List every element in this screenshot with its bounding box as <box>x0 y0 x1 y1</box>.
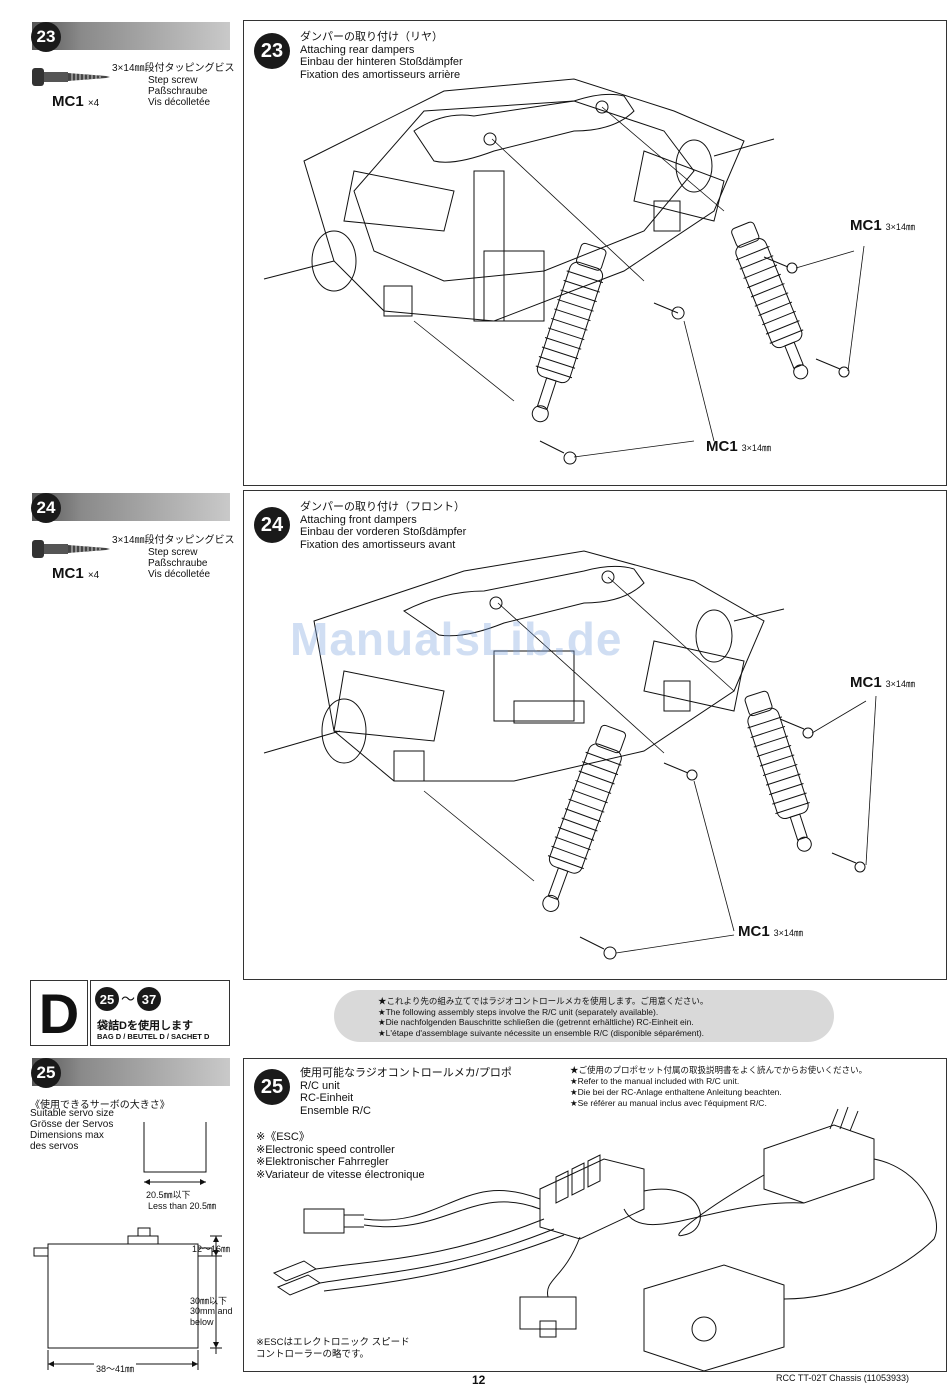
step-screw-icon <box>32 540 110 558</box>
part-spec: 3×14㎜段付タッピングビス <box>112 535 235 546</box>
servo-line-fr1: Dimensions max <box>30 1130 104 1141</box>
section-d-block: D 25 ～ 37 袋詰Dを使用します BAG D / BEUTEL D / S… <box>30 980 230 1046</box>
step-25-badge: 25 <box>31 1058 61 1088</box>
servo-line-fr2: des servos <box>30 1141 79 1152</box>
part-name-en: Step screw <box>148 75 198 86</box>
part-code: MC1 ×4 <box>52 565 100 582</box>
range-end-badge: 37 <box>137 987 161 1011</box>
section-range: 25 ～ 37 袋詰Dを使用します BAG D / BEUTEL D / SAC… <box>90 980 230 1046</box>
esc-footnote: ※ESCはエレクトロニック スピード コントローラーの略です。 <box>256 1337 410 1360</box>
part-name-fr: Vis décolletée <box>148 97 211 108</box>
height-jp: 30㎜以下 <box>190 1296 228 1306</box>
bag-en: BAG D / BEUTEL D / SACHET D <box>97 1032 210 1041</box>
step-24-badge: 24 <box>31 493 61 523</box>
servo-size-guide: 《使用できるサーボの大きさ》 Suitable servo size Gröss… <box>28 1094 243 1376</box>
servo-line-en: Suitable servo size <box>30 1108 114 1119</box>
part-name-fr: Vis décolletée <box>148 569 211 580</box>
step-24-panel-badge: 24 <box>254 507 290 543</box>
step-25-header-bar <box>32 1058 230 1086</box>
step-24-header-bar <box>32 493 230 521</box>
part-name-de: Paßschraube <box>148 86 208 97</box>
servo-line-de: Grösse der Servos <box>30 1119 114 1130</box>
height-top: 12～16㎜ <box>192 1244 231 1254</box>
step-25-title: 使用可能なラジオコントロールメカ/プロポ R/C unit RC-Einheit… <box>300 1067 512 1117</box>
part-spec: 3×14㎜段付タッピングビス <box>112 63 235 74</box>
length-dim: 38～41㎜ <box>94 1362 137 1375</box>
front-damper-illustration <box>263 550 877 960</box>
bag-jp: 袋詰Dを使用します <box>97 1020 193 1032</box>
step-25-panel-badge: 25 <box>254 1069 290 1105</box>
rc-manual-notes: ★ご使用のプロポセット付属の取扱説明書をよく読んでからお使いください。 ★Ref… <box>570 1065 868 1108</box>
width-en: Less than 20.5㎜ <box>148 1201 217 1211</box>
width-jp: 20.5㎜以下 <box>146 1190 191 1200</box>
part-name-de: Paßschraube <box>148 558 208 569</box>
esc-label: ※《ESC》 ※Electronic speed controller ※Ele… <box>256 1131 425 1181</box>
step-screw-icon <box>32 68 110 86</box>
servo-title: 《使用できるサーボの大きさ》 <box>30 1100 170 1111</box>
step-24-panel: 24 ダンパーの取り付け（フロント） Attaching front dampe… <box>243 490 947 980</box>
servo-dimension-drawing <box>33 1122 222 1370</box>
document-title: RCC TT-02T Chassis (11053933) <box>776 1373 910 1383</box>
step-23-parts-list: 3×14㎜段付タッピングビス Step screw Paßschraube Vi… <box>30 60 245 120</box>
rear-damper-illustration <box>263 78 865 465</box>
part-code: MC1 ×4 <box>52 93 100 110</box>
step-25-panel: 25 使用可能なラジオコントロールメカ/プロポ R/C unit RC-Einh… <box>243 1058 947 1372</box>
step-24-title: ダンパーの取り付け（フロント） Attaching front dampers … <box>300 501 467 551</box>
watermark: ManualsLib.de <box>290 613 623 665</box>
rc-unit-notice: ★これより先の組み立てではラジオコントロールメカを使用します。ご用意ください。 … <box>334 990 834 1042</box>
step-23-panel-badge: 23 <box>254 33 290 69</box>
rc-unit-illustration <box>272 1106 937 1371</box>
step-23-badge: 23 <box>31 22 61 52</box>
height-en: 30mm and below <box>190 1306 233 1327</box>
range-start-badge: 25 <box>95 987 119 1011</box>
step-23-title: ダンパーの取り付け（リヤ） Attaching rear dampers Ein… <box>300 31 463 81</box>
step-23-panel: 23 ダンパーの取り付け（リヤ） Attaching rear dampers … <box>243 20 947 486</box>
step-23-header-bar <box>32 22 230 50</box>
section-letter: D <box>30 980 88 1046</box>
page-number: 12 <box>472 1373 486 1387</box>
part-name-en: Step screw <box>148 547 198 558</box>
step-24-parts-list: 3×14㎜段付タッピングビス Step screw Paßschraube Vi… <box>30 532 245 592</box>
